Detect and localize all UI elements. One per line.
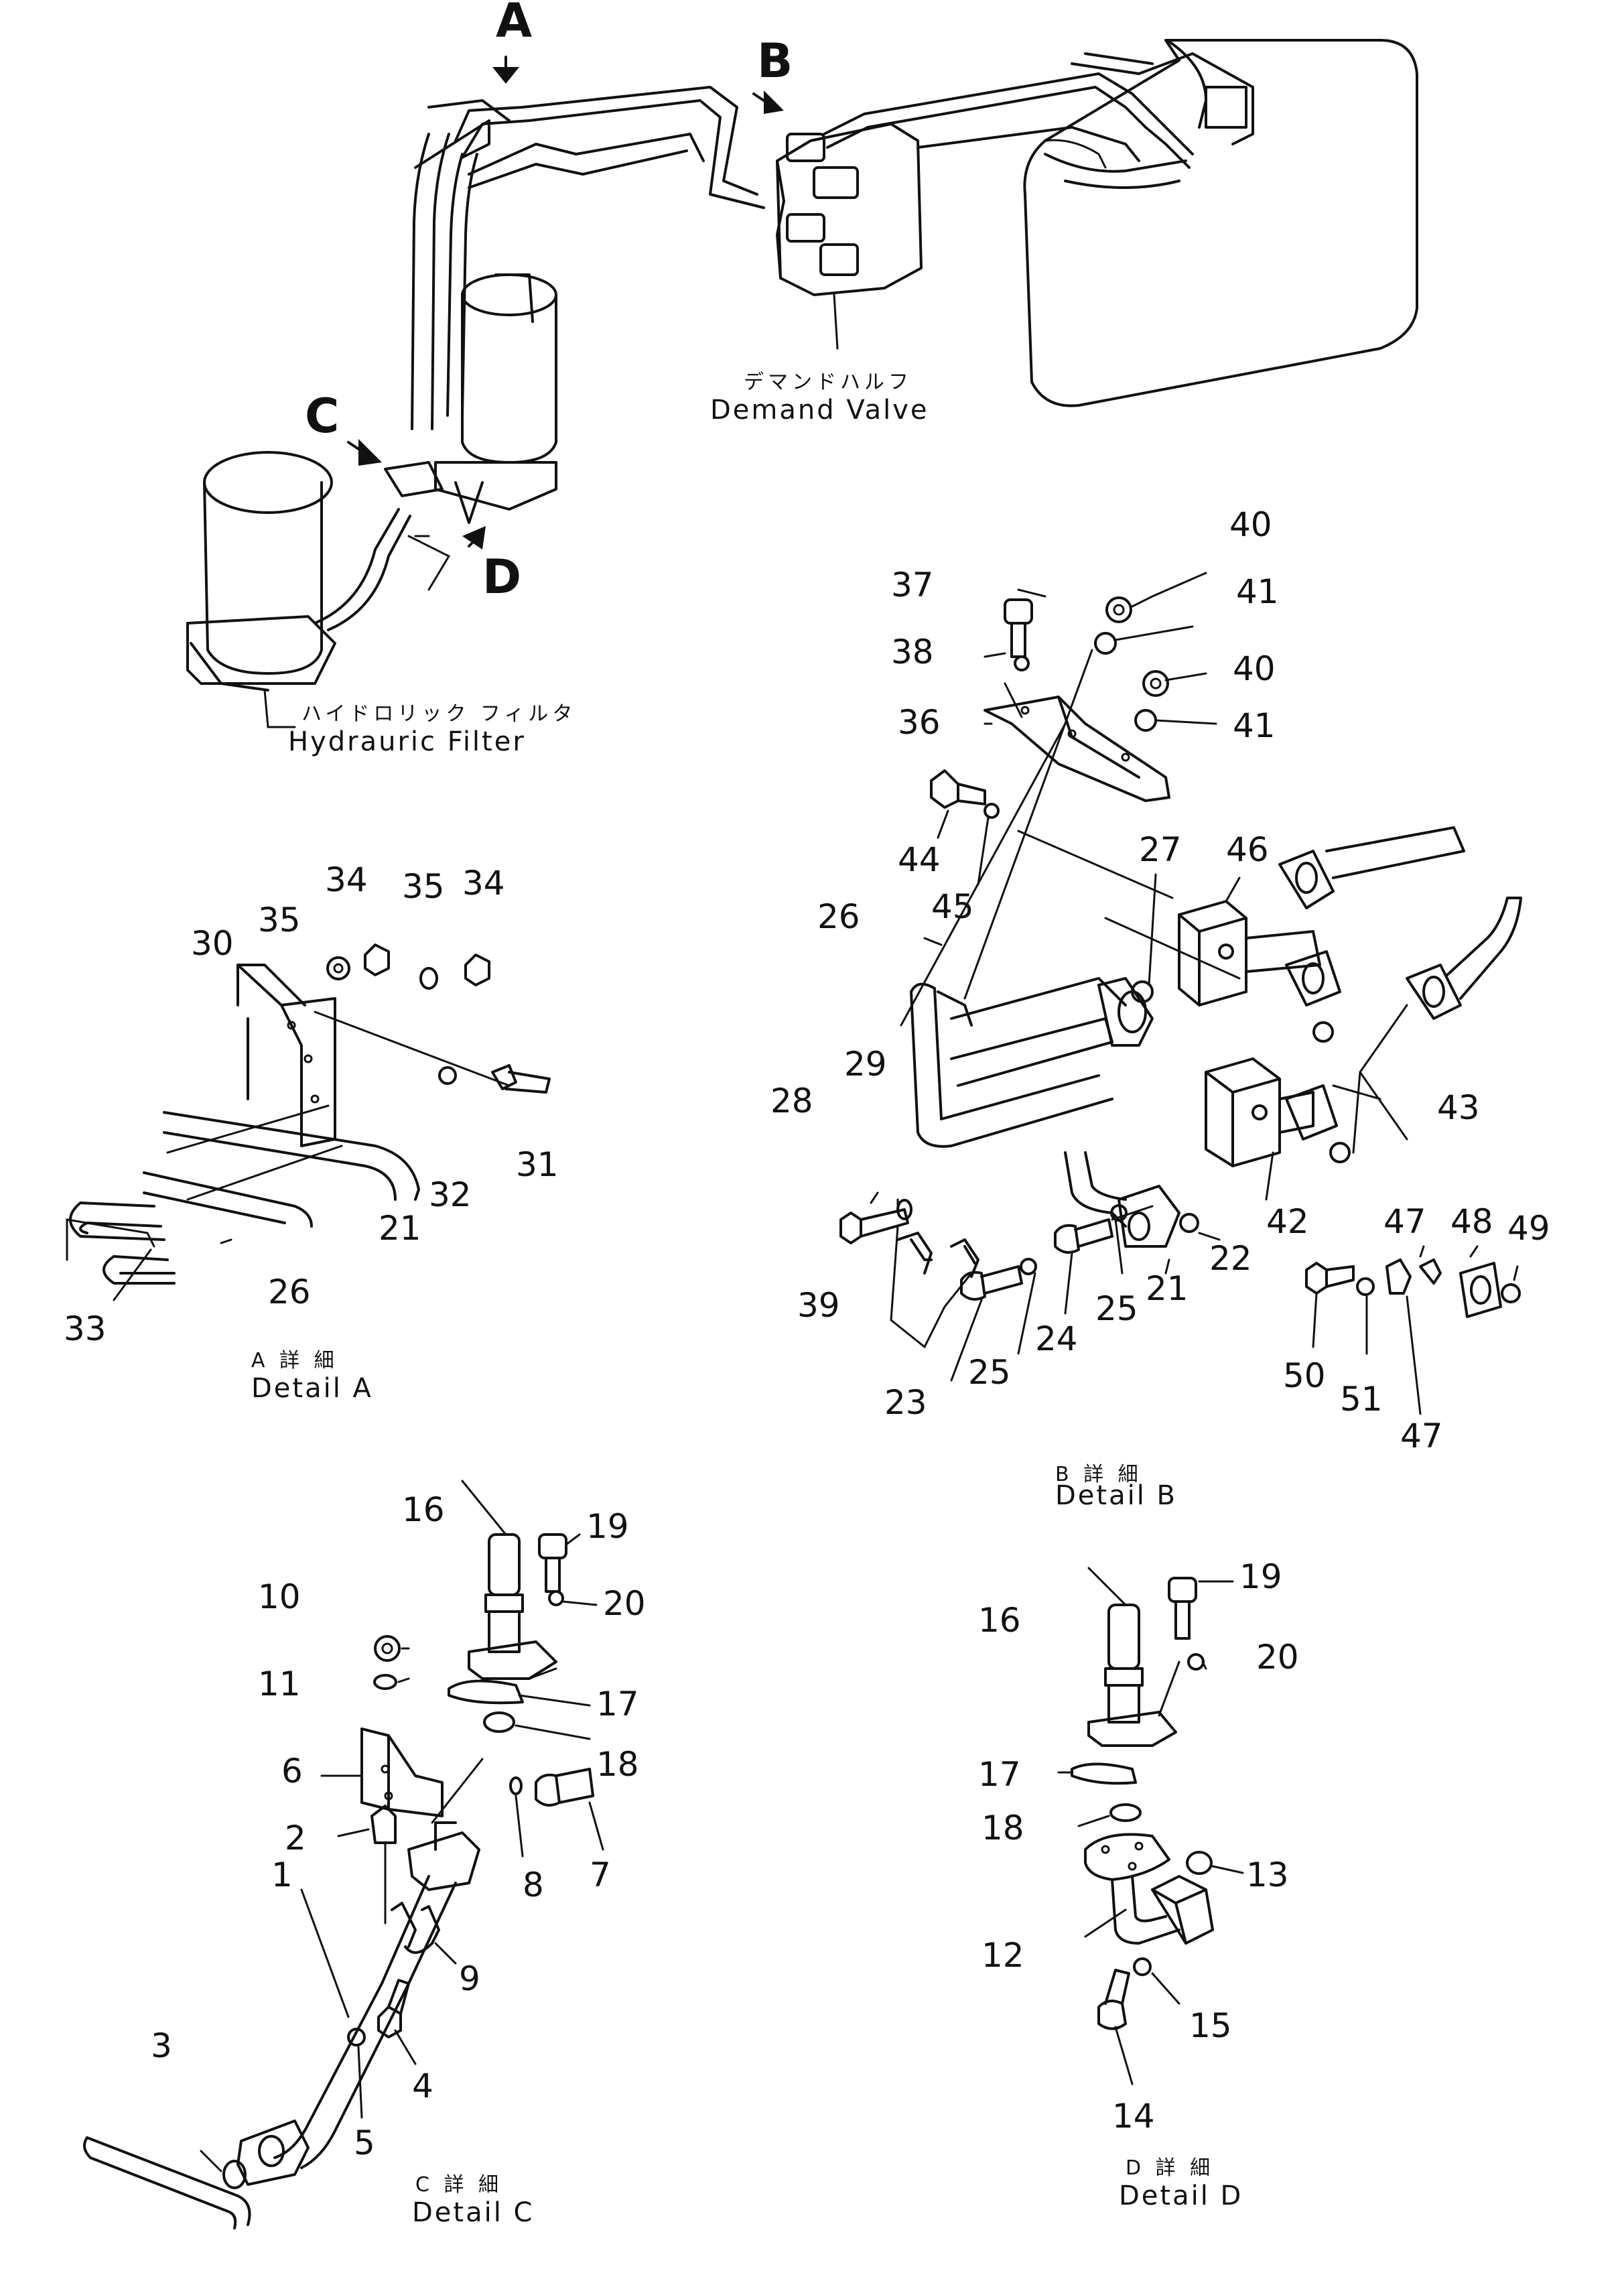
detail-b-label-28: 28	[770, 1082, 813, 1120]
arrow-label-d: D	[482, 549, 521, 604]
detail-a-caption-jp: A 詳 細	[251, 1349, 338, 1372]
overview-assembly: A B C D デマンドハルフ Demand Valve ハイドロリック フィル…	[186, 0, 1418, 757]
detail-b-label-49: 49	[1507, 1209, 1550, 1248]
detail-c-label-3: 3	[151, 2026, 172, 2065]
detail-c-caption-jp: C 詳 細	[415, 2173, 502, 2197]
detail-b-label-36: 36	[898, 703, 941, 742]
detail-d-caption-jp: D 詳 細	[1126, 2156, 1214, 2180]
detail-b-label-23: 23	[884, 1383, 927, 1422]
detail-b-label-47a: 47	[1383, 1202, 1426, 1241]
detail-b-label-40a: 40	[1229, 505, 1272, 544]
detail-b-label-22: 22	[1209, 1239, 1252, 1278]
detail-a-label-35b: 35	[402, 867, 445, 906]
overview-arrows	[347, 56, 784, 549]
detail-d-caption-en: Detail D	[1119, 2181, 1243, 2211]
demand-valve-label-jp: デマンドハルフ	[744, 371, 912, 394]
detail-b-label-40b: 40	[1233, 649, 1276, 688]
detail-b-label-51: 51	[1340, 1380, 1383, 1419]
detail-c-label-4: 4	[412, 2067, 433, 2105]
hydraulic-filter-label-jp: ハイドロリック フィルタ	[301, 702, 576, 726]
arrow-label-b: B	[757, 34, 793, 88]
detail-b-label-41b: 41	[1233, 706, 1276, 745]
hydraulic-tank	[1023, 39, 1418, 407]
detail-b-label-21: 21	[1146, 1269, 1189, 1308]
detail-b-label-25a: 25	[1095, 1289, 1138, 1328]
detail-c-label-7: 7	[590, 1856, 611, 1894]
detail-b-label-37: 37	[891, 566, 934, 604]
detail-d-label-16: 16	[978, 1601, 1021, 1640]
upper-filter	[384, 273, 557, 524]
detail-d-label-18: 18	[982, 1809, 1024, 1847]
detail-b-label-27: 27	[1139, 830, 1182, 869]
detail-b-label-46: 46	[1226, 830, 1269, 869]
detail-a-label-34b: 34	[462, 864, 505, 903]
detail-c-label-2: 2	[285, 1819, 306, 1858]
detail-d-label-13: 13	[1246, 1856, 1289, 1894]
detail-d-label-17: 17	[978, 1755, 1021, 1794]
detail-a-caption-en: Detail A	[251, 1373, 373, 1404]
detail-b-label-24: 24	[1035, 1319, 1078, 1358]
detail-b: 40 37 41 38 40 36 41 44 27 46 45 26 29 2…	[770, 505, 1550, 1511]
detail-d-label-14: 14	[1112, 2097, 1155, 2136]
hydraulic-filter-label-en: Hydrauric Filter	[288, 726, 526, 757]
detail-b-label-29: 29	[844, 1045, 887, 1084]
detail-d: 19 16 20 17 18 13 12 15 14 D 詳 細 Detail …	[978, 1557, 1299, 2211]
detail-c-label-16: 16	[402, 1490, 445, 1529]
detail-b-label-42: 42	[1266, 1202, 1309, 1241]
detail-a: 34 35 35 34 30 31 32 21 26 33 A 詳 細 Deta…	[64, 860, 559, 1404]
detail-a-label-33: 33	[64, 1309, 107, 1348]
detail-c-label-17: 17	[596, 1685, 639, 1723]
arrow-label-a: A	[496, 0, 532, 48]
detail-a-label-31: 31	[516, 1145, 559, 1184]
detail-b-label-26: 26	[817, 897, 860, 936]
demand-valve-label-en: Demand Valve	[710, 395, 929, 426]
detail-c-label-9: 9	[459, 1959, 480, 1998]
detail-a-label-32: 32	[429, 1175, 472, 1214]
detail-d-label-20: 20	[1256, 1638, 1299, 1677]
detail-d-label-12: 12	[982, 1936, 1024, 1975]
detail-b-label-41a: 41	[1236, 572, 1279, 611]
overview-hoses	[411, 99, 511, 430]
arrow-label-c: C	[305, 389, 339, 444]
detail-b-caption-jp: B 詳 細	[1055, 1463, 1142, 1486]
detail-c-label-10: 10	[258, 1577, 301, 1616]
detail-c-caption-en: Detail C	[412, 2197, 534, 2228]
hydraulic-filter	[186, 451, 451, 728]
detail-c-label-8: 8	[523, 1866, 544, 1904]
detail-b-label-25b: 25	[968, 1353, 1011, 1392]
detail-d-label-19: 19	[1239, 1557, 1282, 1596]
overview-pipes	[454, 52, 1194, 209]
detail-b-label-50: 50	[1283, 1356, 1326, 1395]
detail-c: 16 19 20 10 11 17 18 6 2 8 7 1 9 3 4 5 C…	[83, 1480, 646, 2229]
detail-c-label-18: 18	[596, 1745, 639, 1784]
detail-a-label-21: 21	[379, 1209, 421, 1248]
detail-b-caption-en: Detail B	[1055, 1480, 1177, 1511]
detail-b-label-43: 43	[1437, 1088, 1480, 1127]
detail-b-label-44: 44	[898, 840, 941, 879]
detail-c-label-19: 19	[586, 1507, 629, 1546]
detail-d-label-15: 15	[1189, 2006, 1232, 2045]
detail-b-label-38: 38	[891, 633, 934, 671]
detail-b-label-39: 39	[797, 1286, 840, 1325]
detail-b-label-45: 45	[931, 887, 974, 926]
detail-c-label-20: 20	[603, 1584, 646, 1623]
detail-b-label-47b: 47	[1400, 1417, 1443, 1455]
detail-c-label-1: 1	[271, 1856, 293, 1894]
detail-a-label-26: 26	[268, 1273, 311, 1311]
detail-c-label-5: 5	[354, 2124, 375, 2162]
detail-a-label-30: 30	[191, 924, 234, 963]
demand-valve-body	[776, 123, 923, 350]
detail-c-label-6: 6	[281, 1752, 303, 1791]
detail-a-label-35a: 35	[258, 901, 301, 939]
detail-a-label-34a: 34	[325, 860, 368, 899]
detail-b-label-48: 48	[1450, 1202, 1493, 1241]
detail-c-label-11: 11	[258, 1665, 301, 1703]
